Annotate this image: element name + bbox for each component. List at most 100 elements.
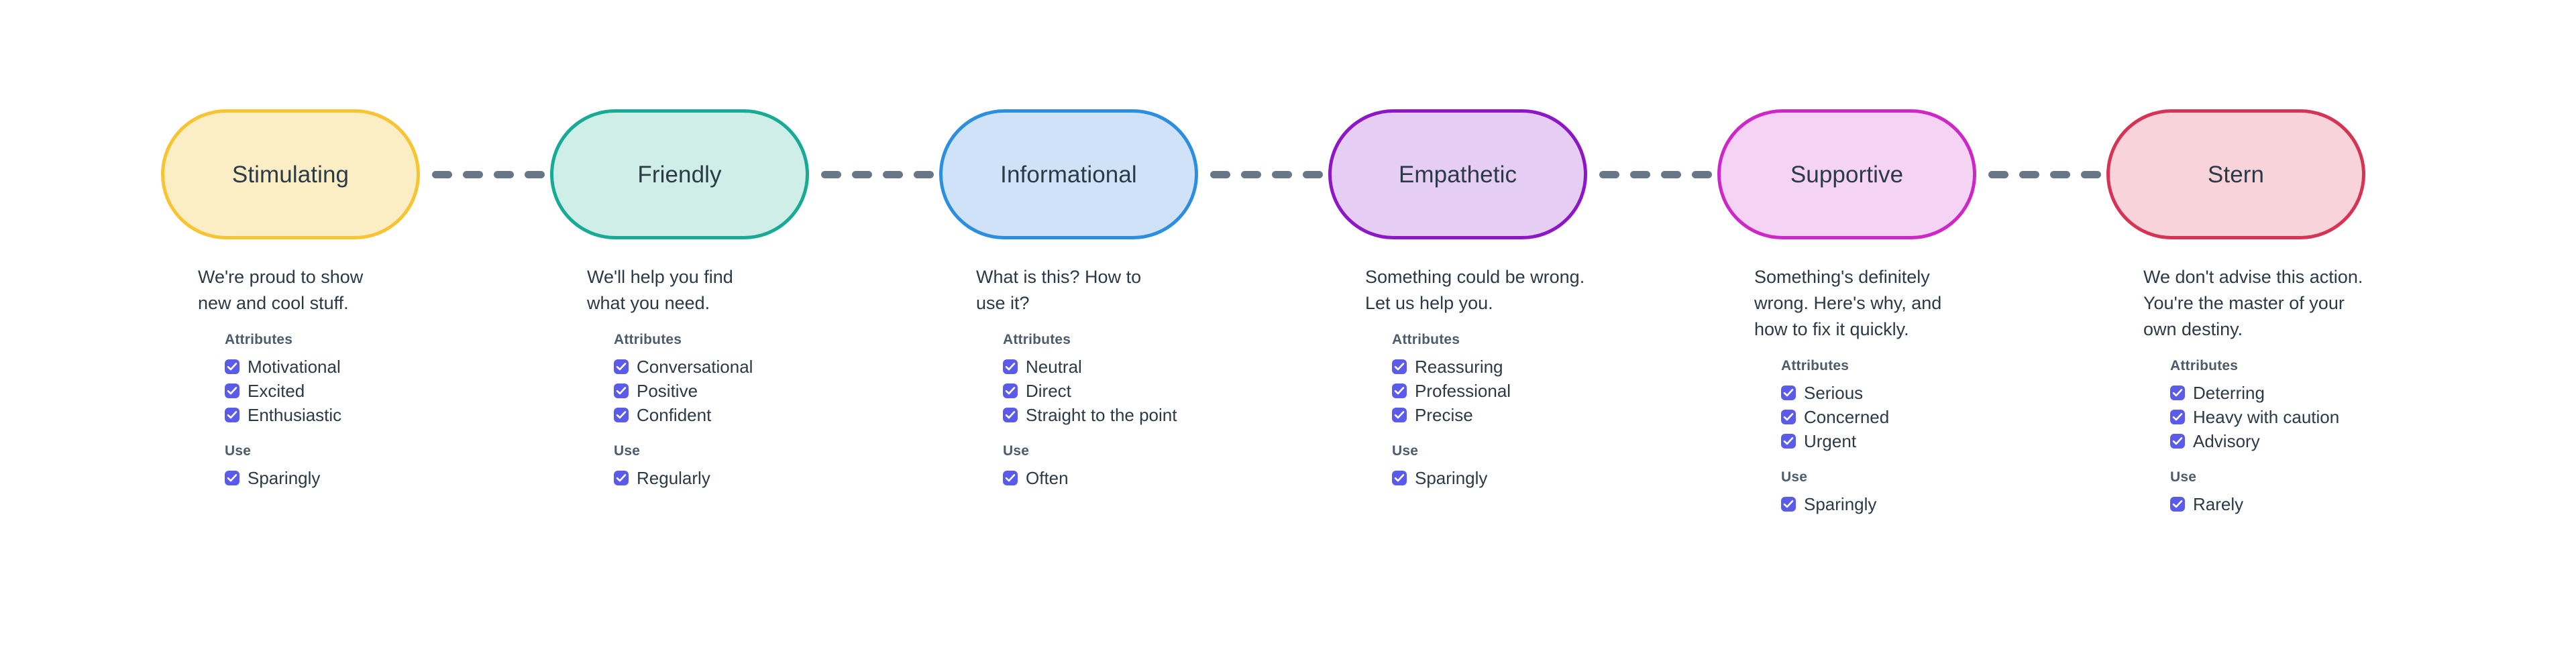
checkbox-checked[interactable] xyxy=(1781,386,1796,400)
checkbox-checked[interactable] xyxy=(1781,434,1796,449)
checkbox-checked[interactable] xyxy=(614,408,629,422)
checkbox-checked[interactable] xyxy=(1003,384,1018,398)
checkbox-row[interactable]: Straight to the point xyxy=(1003,404,1177,426)
checkbox-checked[interactable] xyxy=(614,471,629,485)
tone-pill[interactable]: Empathetic xyxy=(1328,109,1587,239)
dash-segment xyxy=(1692,171,1712,178)
checkbox-row[interactable]: Precise xyxy=(1392,404,1511,426)
checkbox-label: Deterring xyxy=(2193,383,2265,403)
checkbox-row[interactable]: Positive xyxy=(614,379,753,402)
checkbox-row[interactable]: Concerned xyxy=(1781,406,1889,428)
tone-description-line: Let us help you. xyxy=(1365,293,1493,313)
tone-pill[interactable]: Friendly xyxy=(550,109,809,239)
checkbox-row[interactable]: Conversational xyxy=(614,355,753,378)
checkmark-icon xyxy=(1783,500,1794,508)
checkbox-row[interactable]: Confident xyxy=(614,404,753,426)
checkbox-row[interactable]: Professional xyxy=(1392,379,1511,402)
checkbox-checked[interactable] xyxy=(1392,471,1407,485)
checkbox-checked[interactable] xyxy=(1781,410,1796,424)
checkbox-row[interactable]: Urgent xyxy=(1781,430,1889,453)
checkbox-checked[interactable] xyxy=(225,384,239,398)
tone-pill[interactable]: Stern xyxy=(2106,109,2365,239)
checkbox-checked[interactable] xyxy=(614,359,629,374)
tone-description-line: own destiny. xyxy=(2143,319,2243,339)
checkbox-checked[interactable] xyxy=(1003,471,1018,485)
checkbox-row[interactable]: Deterring xyxy=(2170,381,2339,404)
use-group-title: Use xyxy=(1781,469,1808,485)
tone-description: Something could be wrong. Let us help you… xyxy=(1365,264,1647,316)
checkbox-checked[interactable] xyxy=(1003,408,1018,422)
tone-pill-label: Stern xyxy=(2207,161,2265,188)
checkbox-row[interactable]: Excited xyxy=(225,379,341,402)
checkbox-row[interactable]: Serious xyxy=(1781,381,1889,404)
dash-segment xyxy=(1599,171,1619,178)
checkbox-checked[interactable] xyxy=(225,359,239,374)
checkbox-checked[interactable] xyxy=(2170,386,2185,400)
dashed-line-icon xyxy=(821,171,934,178)
checkbox-checked[interactable] xyxy=(614,384,629,398)
tone-description-line: What is this? How to xyxy=(976,267,1142,287)
tone-pill[interactable]: Stimulating xyxy=(161,109,420,239)
tone-pill[interactable]: Supportive xyxy=(1717,109,1976,239)
checkbox-row[interactable]: Advisory xyxy=(2170,430,2339,453)
checkmark-icon xyxy=(616,474,627,482)
checkbox-checked[interactable] xyxy=(225,408,239,422)
checkbox-checked[interactable] xyxy=(1003,359,1018,374)
attributes-group-title: Attributes xyxy=(2170,358,2239,373)
dash-segment xyxy=(463,171,483,178)
checkbox-checked[interactable] xyxy=(1392,408,1407,422)
checkbox-row[interactable]: Motivational xyxy=(225,355,341,378)
attributes-group-title: Attributes xyxy=(1781,358,1849,373)
checkbox-label: Regularly xyxy=(637,468,710,488)
checkmark-icon xyxy=(616,411,627,419)
checkbox-checked[interactable] xyxy=(1392,359,1407,374)
checkbox-checked[interactable] xyxy=(2170,410,2185,424)
checkmark-icon xyxy=(1783,389,1794,397)
checkbox-label: Urgent xyxy=(1804,431,1857,451)
dash-segment xyxy=(525,171,545,178)
checkbox-row[interactable]: Neutral xyxy=(1003,355,1177,378)
checkbox-row[interactable]: Heavy with caution xyxy=(2170,406,2339,428)
dash-segment xyxy=(432,171,452,178)
pill-wrapper: Stimulating xyxy=(161,109,550,239)
checkbox-row[interactable]: Often xyxy=(1003,467,1177,489)
checkbox-row[interactable]: Regularly xyxy=(614,467,753,489)
checkbox-checked[interactable] xyxy=(2170,497,2185,512)
tone-description-line: Something could be wrong. xyxy=(1365,267,1585,287)
tone-description-line: new and cool stuff. xyxy=(198,293,349,313)
tone-description-line: what you need. xyxy=(587,293,710,313)
checkbox-row[interactable]: Sparingly xyxy=(225,467,341,489)
checkbox-row[interactable]: Reassuring xyxy=(1392,355,1511,378)
checkmark-icon xyxy=(227,363,237,371)
checkbox-label: Confident xyxy=(637,405,712,425)
dash-segment xyxy=(1661,171,1681,178)
dash-segment xyxy=(883,171,903,178)
checkbox-row[interactable]: Sparingly xyxy=(1392,467,1511,489)
tone-pill-label: Empathetic xyxy=(1398,161,1517,188)
checkbox-label: Excited xyxy=(248,381,305,401)
checkbox-row[interactable]: Enthusiastic xyxy=(225,404,341,426)
checkbox-row[interactable]: Sparingly xyxy=(1781,493,1889,516)
checkbox-checked[interactable] xyxy=(2170,434,2185,449)
checkbox-row[interactable]: Direct xyxy=(1003,379,1177,402)
checkbox-checked[interactable] xyxy=(1781,497,1796,512)
checkmark-icon xyxy=(1394,387,1405,395)
checkbox-checked[interactable] xyxy=(1392,384,1407,398)
attributes-group-title: Attributes xyxy=(225,332,293,347)
tone-pill[interactable]: Informational xyxy=(939,109,1198,239)
checkbox-row[interactable]: Rarely xyxy=(2170,493,2339,516)
checkbox-checked[interactable] xyxy=(225,471,239,485)
dash-segment xyxy=(1241,171,1261,178)
